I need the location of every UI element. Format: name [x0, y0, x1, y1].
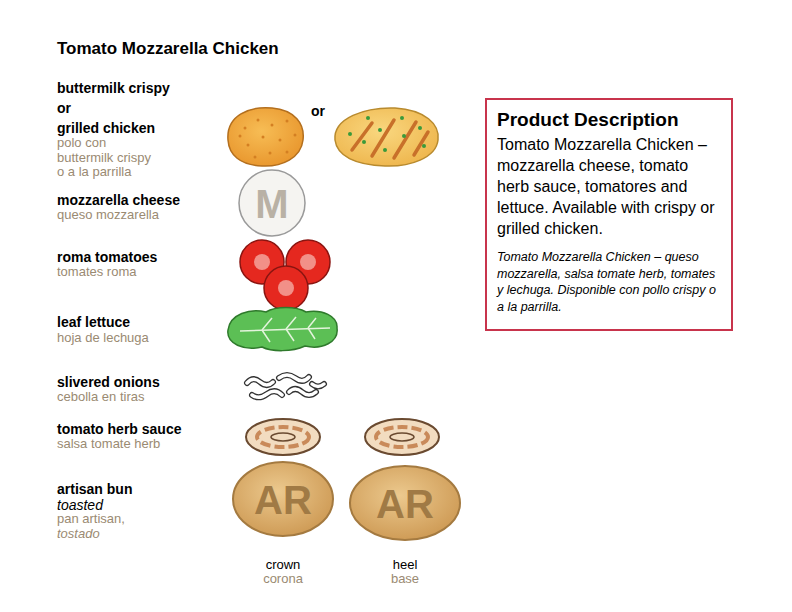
spanish-note: tostado	[57, 527, 100, 542]
ingredient-name: buttermilk crispy	[57, 80, 170, 96]
ingredient-name: leaf lettuce	[57, 314, 130, 330]
spanish-name: cebolla en tiras	[57, 390, 144, 405]
description-box: Product DescriptionTomato Mozzarella Chi…	[485, 98, 733, 331]
crispy-chicken	[228, 108, 303, 166]
ingredient-name: tomato herb sauce	[57, 421, 181, 437]
spanish-name: queso mozzarella	[57, 208, 159, 223]
bun-mark: AR	[254, 478, 312, 522]
onion-slivers	[247, 375, 324, 397]
mozzarella-slice	[239, 170, 305, 236]
box-heading: Product Description	[497, 108, 721, 131]
box-body: Tomato Mozzarella Chicken – queso mozzar…	[497, 249, 721, 315]
part-name: heel	[393, 557, 418, 572]
ingredient-name: grilled chicken	[57, 120, 155, 136]
sauce-swirl	[246, 419, 439, 455]
bun-mark: AR	[376, 482, 434, 526]
tomato-slices	[240, 240, 330, 310]
cheese-mark: M	[255, 182, 288, 226]
spanish-name: pan artisan,	[57, 512, 125, 527]
ingredient-name: or	[57, 100, 71, 116]
spanish-name: salsa tomate herb	[57, 437, 160, 452]
ingredient-name: mozzarella cheese	[57, 192, 180, 208]
grilled-chicken	[335, 108, 438, 166]
preparation-note: toasted	[57, 497, 103, 513]
diagram-title: Tomato Mozzarella Chicken	[57, 39, 279, 59]
bun-halves	[233, 462, 460, 540]
choice-word: or	[311, 103, 325, 119]
box-body: Tomato Mozzarella Chicken – mozzarella c…	[497, 134, 721, 239]
spanish-name: corona	[263, 572, 303, 587]
ingredient-name: slivered onions	[57, 374, 160, 390]
part-name: crown	[266, 557, 301, 572]
spanish-name: base	[391, 572, 419, 587]
ingredient-name: roma tomatoes	[57, 249, 157, 265]
spanish-name: tomates roma	[57, 265, 136, 280]
spanish-name: hoja de lechuga	[57, 331, 149, 346]
ingredient-name: artisan bun	[57, 481, 132, 497]
spanish-name: polo con buttermilk crispy o a la parril…	[57, 136, 157, 180]
lettuce-leaf	[228, 308, 337, 351]
